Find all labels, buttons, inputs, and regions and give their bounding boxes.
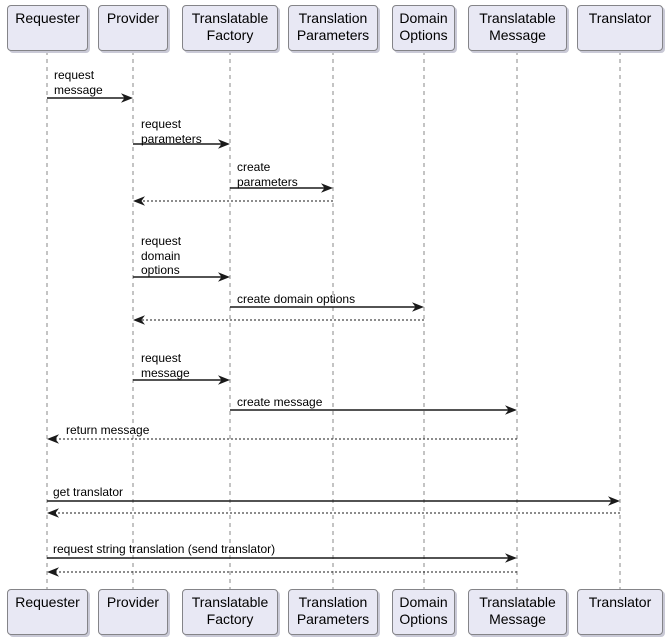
message-label: create parameters bbox=[237, 160, 298, 189]
participant-translatable-message-bottom: Translatable Message bbox=[468, 589, 567, 635]
message-label: request parameters bbox=[141, 117, 202, 146]
arrowhead-icon bbox=[121, 93, 133, 103]
message-arrow-call bbox=[47, 496, 620, 506]
message-arrow-call bbox=[133, 139, 230, 149]
participant-label: Translator bbox=[588, 594, 652, 610]
arrowhead-icon bbox=[47, 434, 59, 444]
participant-translatable-message-top: Translatable Message bbox=[468, 5, 567, 51]
participant-translation-parameters-bottom: Translation Parameters bbox=[288, 589, 378, 635]
participant-translator-top: Translator bbox=[577, 5, 663, 51]
message-arrow-return bbox=[133, 196, 333, 206]
participant-domain-options-bottom: Domain Options bbox=[392, 589, 455, 635]
message-arrow-call bbox=[133, 375, 230, 385]
arrowhead-icon bbox=[505, 553, 517, 563]
message-arrow-return bbox=[133, 315, 424, 325]
message-arrow-call bbox=[230, 302, 424, 312]
participant-label: Requester bbox=[15, 594, 80, 610]
message-arrow-return bbox=[47, 567, 517, 577]
message-label: request string translation (send transla… bbox=[53, 542, 276, 556]
participant-label: Translator bbox=[588, 10, 652, 26]
participant-translation-parameters-top: Translation Parameters bbox=[288, 5, 378, 51]
participant-label: Domain Options bbox=[399, 10, 448, 43]
arrowhead-icon bbox=[47, 567, 59, 577]
message-arrow-return bbox=[47, 508, 620, 518]
arrowhead-icon bbox=[218, 375, 230, 385]
participant-translator-bottom: Translator bbox=[577, 589, 663, 635]
message-label: create message bbox=[237, 395, 323, 409]
arrowhead-icon bbox=[321, 183, 333, 193]
arrowhead-icon bbox=[133, 196, 145, 206]
arrowhead-icon bbox=[47, 508, 59, 518]
message-label: create domain options bbox=[237, 292, 356, 306]
participant-requester-top: Requester bbox=[7, 5, 88, 51]
participant-domain-options-top: Domain Options bbox=[392, 5, 455, 51]
participant-requester-bottom: Requester bbox=[7, 589, 88, 635]
participant-label: Translatable Message bbox=[479, 10, 556, 43]
message-arrow-call bbox=[133, 272, 230, 282]
message-label: get translator bbox=[53, 485, 124, 499]
arrowhead-icon bbox=[133, 315, 145, 325]
message-label: return message bbox=[66, 423, 150, 437]
message-arrow-call bbox=[230, 183, 333, 193]
participant-label: Requester bbox=[15, 10, 80, 26]
participant-translatable-factory-top: Translatable Factory bbox=[182, 5, 278, 51]
message-arrow-call bbox=[230, 405, 517, 415]
participant-label: Domain Options bbox=[399, 594, 448, 627]
participant-label: Translatable Factory bbox=[191, 10, 269, 43]
participant-label: Provider bbox=[106, 10, 160, 26]
participant-label: Translatable Factory bbox=[191, 594, 269, 627]
message-arrow-call bbox=[47, 93, 133, 103]
participant-provider-top: Provider bbox=[98, 5, 168, 51]
participant-translatable-factory-bottom: Translatable Factory bbox=[182, 589, 278, 635]
message-label: request domain options bbox=[141, 234, 182, 277]
arrowhead-icon bbox=[218, 272, 230, 282]
message-label: request message bbox=[54, 68, 103, 97]
message-label: request message bbox=[141, 351, 190, 380]
arrowhead-icon bbox=[505, 405, 517, 415]
participant-label: Translation Parameters bbox=[296, 10, 370, 43]
arrowhead-icon bbox=[412, 302, 424, 312]
participant-provider-bottom: Provider bbox=[98, 589, 168, 635]
participant-label: Provider bbox=[106, 594, 160, 610]
participant-label: Translation Parameters bbox=[296, 594, 370, 627]
arrowhead-icon bbox=[608, 496, 620, 506]
arrowhead-icon bbox=[218, 139, 230, 149]
message-arrow-return bbox=[47, 434, 517, 444]
message-arrow-call bbox=[47, 553, 517, 563]
participant-label: Translatable Message bbox=[479, 594, 556, 627]
